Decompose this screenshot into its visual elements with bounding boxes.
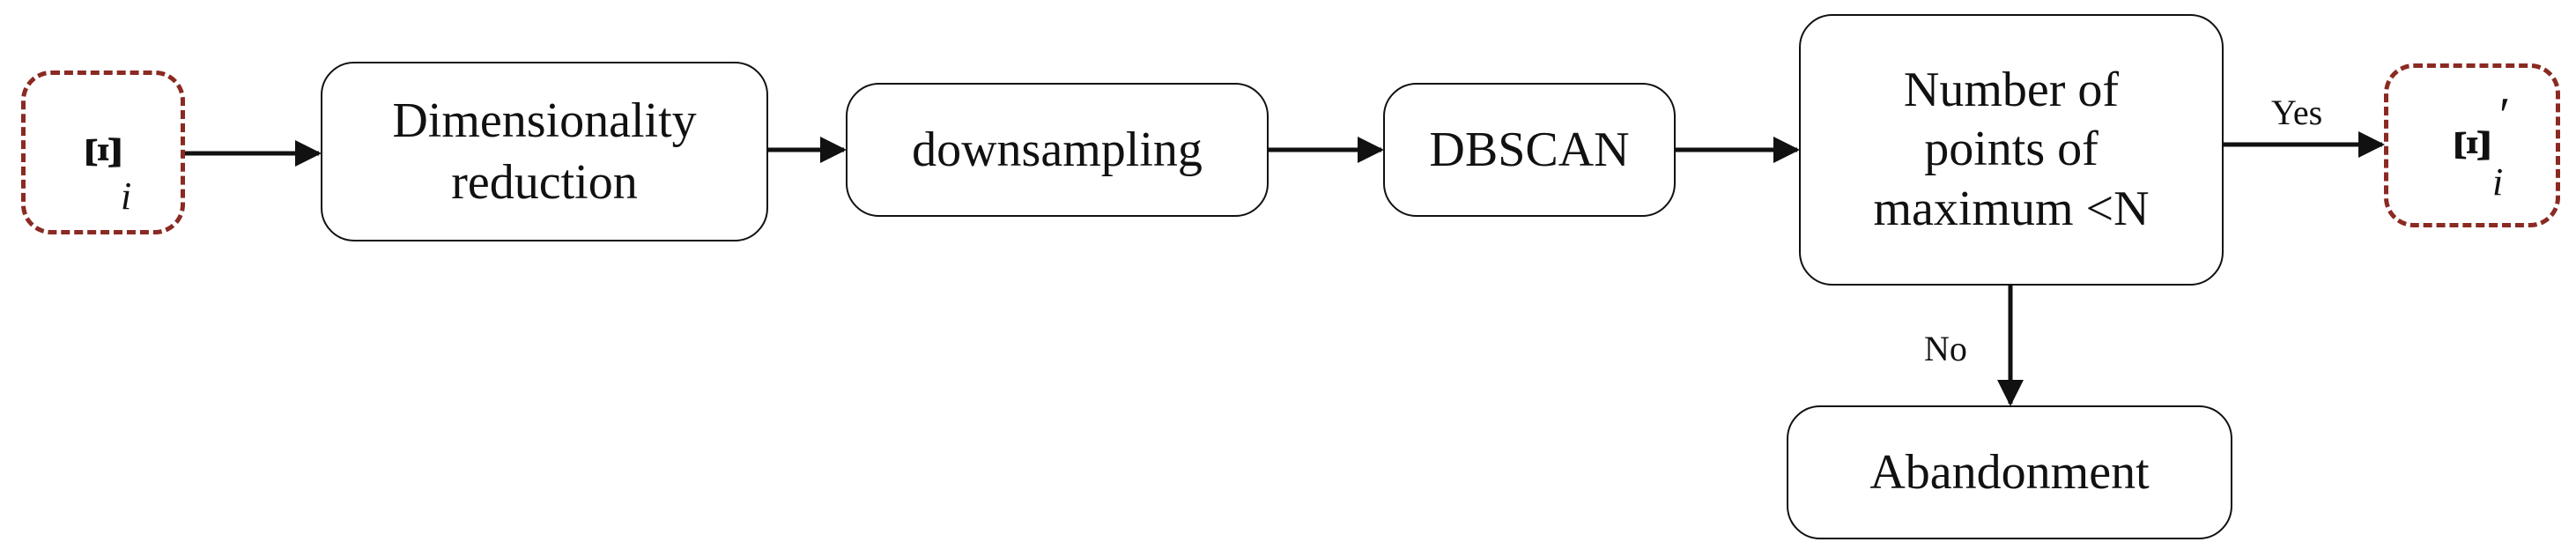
dimensionality-reduction-node: Dimensionality reduction [321, 62, 768, 241]
dbscan-label: DBSCAN [1429, 123, 1630, 177]
downsampling-label: downsampling [912, 123, 1203, 177]
dbscan-node: DBSCAN [1383, 83, 1676, 217]
decision-line3: maximum <N [1873, 181, 2150, 236]
abandonment-label: Abandonment [1869, 445, 2150, 500]
input-node: Ξ i [21, 71, 185, 234]
yes-edge-label: Yes [2271, 93, 2323, 132]
no-edge-label: No [1924, 329, 1967, 368]
output-subscript: i [2492, 160, 2504, 204]
dimensionality-reduction-line1: Dimensionality [392, 93, 697, 148]
abandonment-node: Abandonment [1787, 405, 2232, 539]
decision-node: Number of points of maximum <N [1799, 14, 2224, 286]
output-prime: ′ [2499, 88, 2511, 143]
output-node: Ξ i ′ [2384, 63, 2560, 227]
decision-line2: points of [1924, 122, 2099, 177]
dimensionality-reduction-line2: reduction [451, 155, 638, 210]
decision-line1: Number of [1903, 63, 2120, 118]
downsampling-node: downsampling [846, 83, 1269, 217]
input-subscript: i [121, 175, 132, 218]
